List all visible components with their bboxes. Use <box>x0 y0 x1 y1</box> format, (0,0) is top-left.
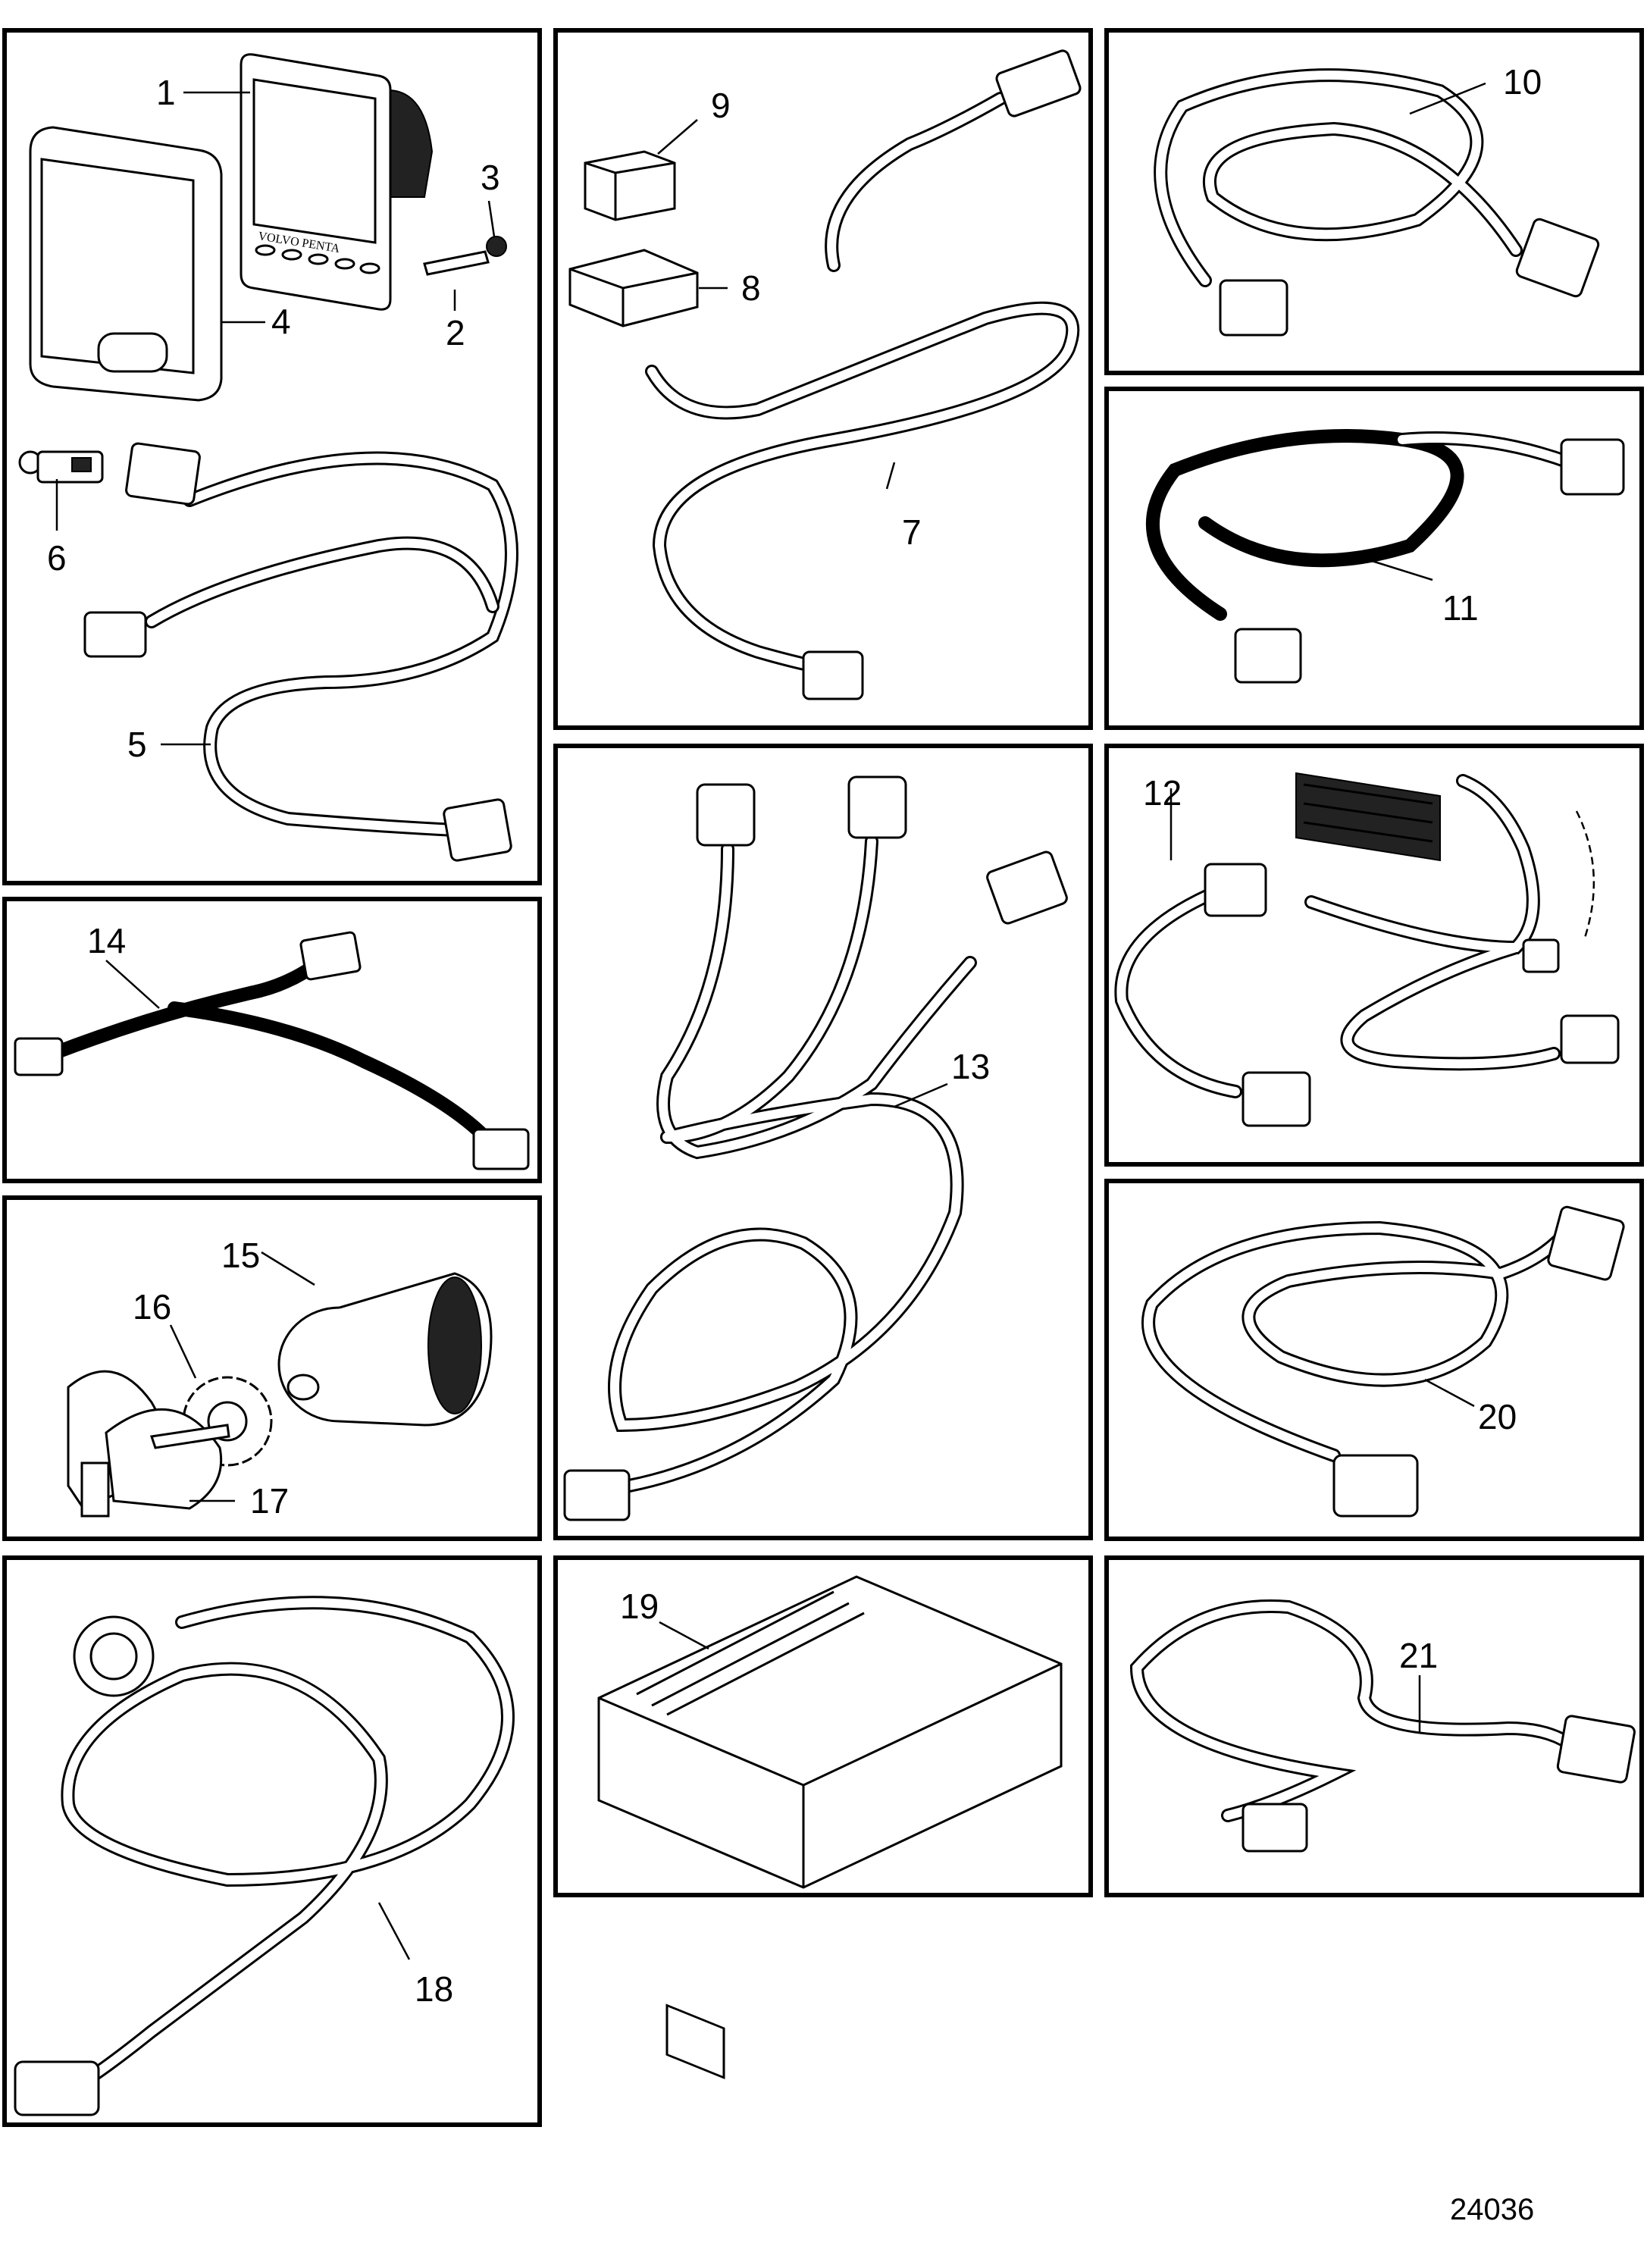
panel-cable-11 <box>1104 387 1644 730</box>
cable-harness-12 <box>1114 772 1620 1127</box>
cable-harness-5 <box>83 442 518 862</box>
ignition-key <box>67 1370 230 1518</box>
callout-10: 10 <box>1503 62 1542 102</box>
callout-6: 6 <box>47 538 67 578</box>
control-unit <box>597 1575 1063 2079</box>
panel-y-cable-14 <box>2 897 542 1183</box>
callout-19: 19 <box>620 1587 659 1626</box>
callout-18: 18 <box>415 1969 453 2009</box>
callout-7: 7 <box>902 512 922 552</box>
callout-12: 12 <box>1143 773 1182 813</box>
callout-15: 15 <box>221 1236 260 1275</box>
relay-socket <box>568 249 699 327</box>
panel-cable-21 <box>1104 1555 1644 1897</box>
panel-cable-18 <box>2 1555 542 2127</box>
callout-13: 13 <box>951 1047 990 1086</box>
display-cover <box>29 126 223 402</box>
callout-11: 11 <box>1442 588 1479 628</box>
display-unit: VOLVO PENTA <box>240 53 434 311</box>
panel-control-unit-19 <box>553 1555 1093 1897</box>
cable-harness-7 <box>645 49 1082 700</box>
callout-5: 5 <box>127 725 147 764</box>
drawing-number: 24036 <box>1450 2193 1534 2226</box>
callout-2: 2 <box>446 313 465 352</box>
callout-1: 1 <box>156 73 176 112</box>
callout-16: 16 <box>133 1287 171 1327</box>
key-tag <box>18 450 104 484</box>
cable-10 <box>1154 68 1600 337</box>
cable-11 <box>1145 429 1625 684</box>
callout-3: 3 <box>481 158 500 197</box>
cable-18 <box>14 1596 515 2116</box>
panel-display-harness <box>2 28 542 885</box>
cable-harness-13 <box>563 775 1068 1521</box>
panel-harness-12 <box>1104 744 1644 1167</box>
callout-4: 4 <box>271 302 291 341</box>
callout-9: 9 <box>711 86 731 125</box>
cable-20 <box>1141 1205 1625 1518</box>
ignition-switch-body <box>277 1272 493 1427</box>
nut <box>486 236 507 257</box>
y-cable-14 <box>14 931 530 1170</box>
callout-21: 21 <box>1399 1636 1438 1675</box>
cable-21 <box>1129 1599 1636 1853</box>
relay <box>584 150 676 221</box>
panel-triple-harness-13 <box>553 744 1093 1540</box>
callout-17: 17 <box>250 1481 289 1521</box>
panel-relay-harness <box>553 28 1093 730</box>
callout-20: 20 <box>1478 1397 1517 1436</box>
callout-8: 8 <box>741 268 761 308</box>
panel-cable-10 <box>1104 28 1644 375</box>
stud-bolt <box>423 250 490 276</box>
panel-ignition-switch <box>2 1195 542 1541</box>
callout-14: 14 <box>87 921 126 960</box>
leader-lines <box>55 82 1486 1960</box>
panel-cable-20 <box>1104 1179 1644 1541</box>
